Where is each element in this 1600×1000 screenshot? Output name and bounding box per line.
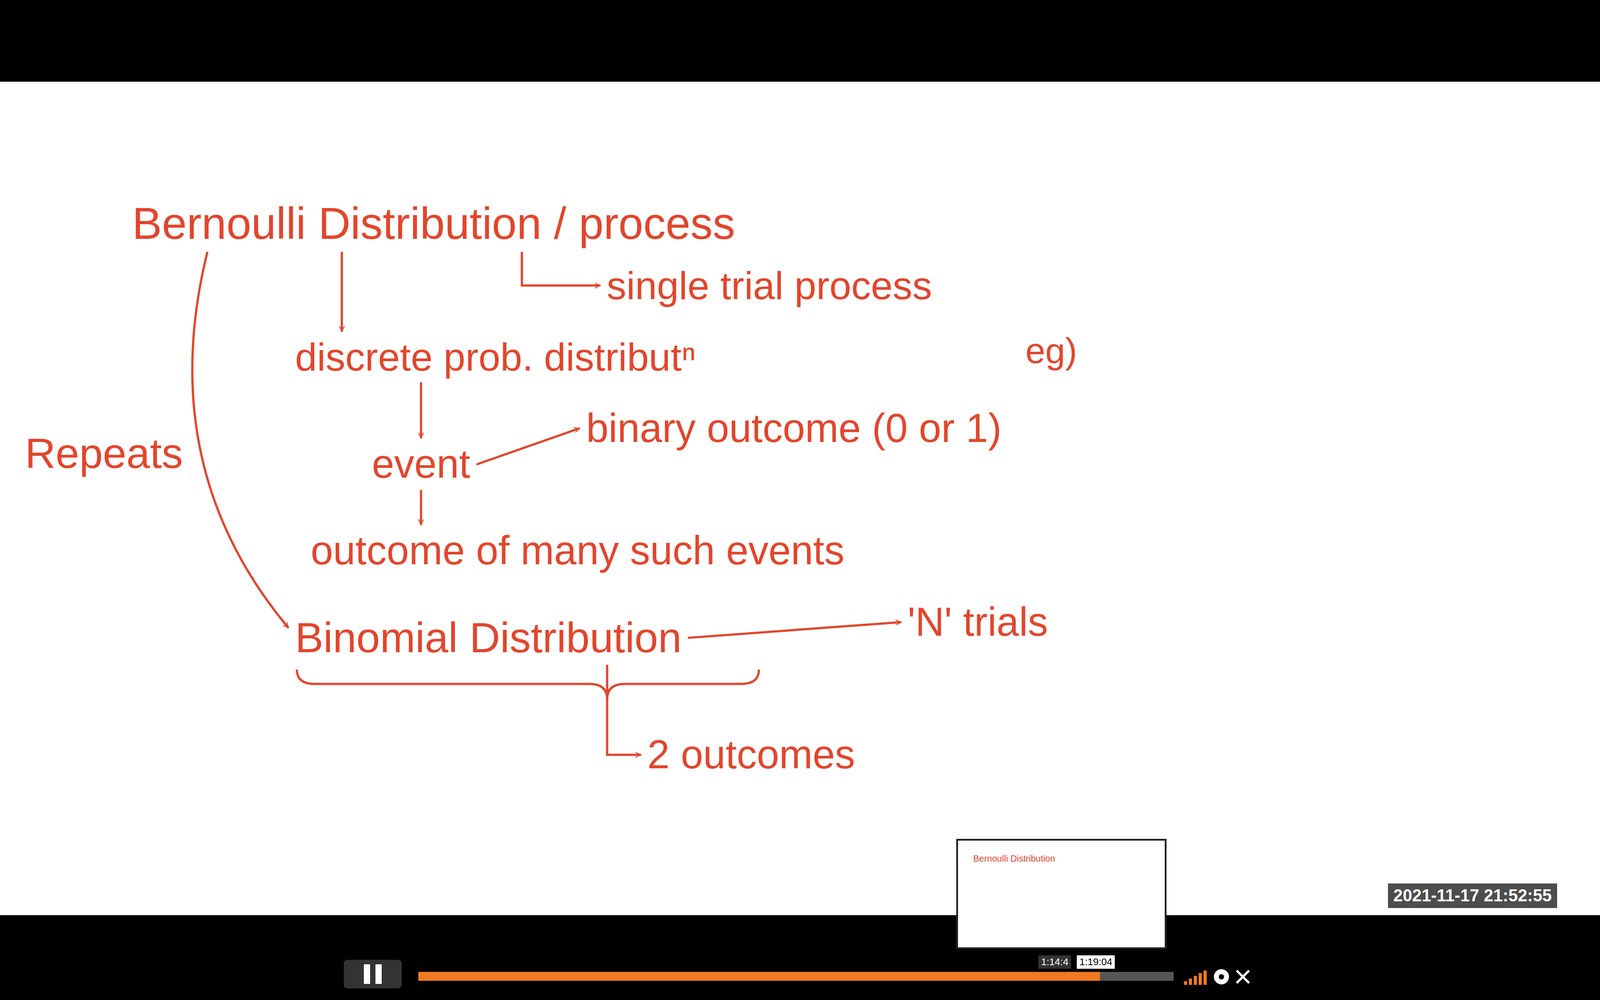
signal-icon — [1183, 970, 1207, 985]
pause-bar — [375, 964, 382, 984]
edge-label: Repeats — [25, 429, 184, 478]
settings-icon — [1213, 969, 1230, 985]
handwritten-text: single trial process — [606, 262, 933, 309]
handwritten-text: outcome of many such events — [310, 527, 845, 575]
time-tooltip: 1:14:4 — [1038, 955, 1071, 969]
note-phrase: discrete prob. distributⁿ — [290, 332, 701, 382]
progress-fill — [418, 971, 1100, 981]
example-note: eg) — [1025, 330, 1078, 372]
arrow-connector — [192, 252, 288, 628]
handwritten-text: binary outcome (0 or 1) — [586, 405, 1002, 452]
arrow-connector — [420, 383, 423, 438]
note-phrase: event — [367, 439, 475, 490]
note-phrase: Bernoulli Distribution / process — [127, 195, 740, 251]
note-phrase: outcome of many such events — [306, 525, 850, 576]
timestamp: 2021-11-17 21:52:55 — [1387, 883, 1558, 909]
thumbnail-title: Bernoulli Distribution — [973, 853, 1055, 864]
handwritten-text: discrete prob. distributⁿ — [295, 334, 696, 380]
fullscreen-icon — [1236, 970, 1250, 984]
note-phrase: 'N' trials — [903, 597, 1053, 648]
time-tooltip: 1:19:04 — [1076, 955, 1115, 969]
note-phrase: 2 outcomes — [642, 729, 860, 780]
note-phrase: single trial process — [602, 261, 937, 310]
arrow-connector — [340, 252, 343, 331]
handwritten-text: Binomial Distribution — [295, 613, 682, 663]
handwritten-text: event — [371, 441, 471, 488]
progress-track — [418, 971, 1174, 981]
pause-bar — [363, 964, 371, 984]
arrow-connector — [607, 665, 641, 755]
handwritten-text: 2 outcomes — [647, 731, 855, 779]
arrow-connector — [420, 491, 423, 525]
note-phrase: binary outcome (0 or 1) — [581, 403, 1006, 454]
curly-brace — [296, 669, 759, 700]
pause-button — [343, 959, 402, 989]
arrow-connector — [477, 428, 580, 465]
arrow-connector — [688, 622, 901, 638]
handwritten-text: Bernoulli Distribution / process — [132, 197, 736, 250]
handwritten-text: 'N' trials — [907, 599, 1048, 646]
arrow-connector — [521, 252, 600, 286]
note-phrase: Binomial Distribution — [290, 611, 687, 664]
